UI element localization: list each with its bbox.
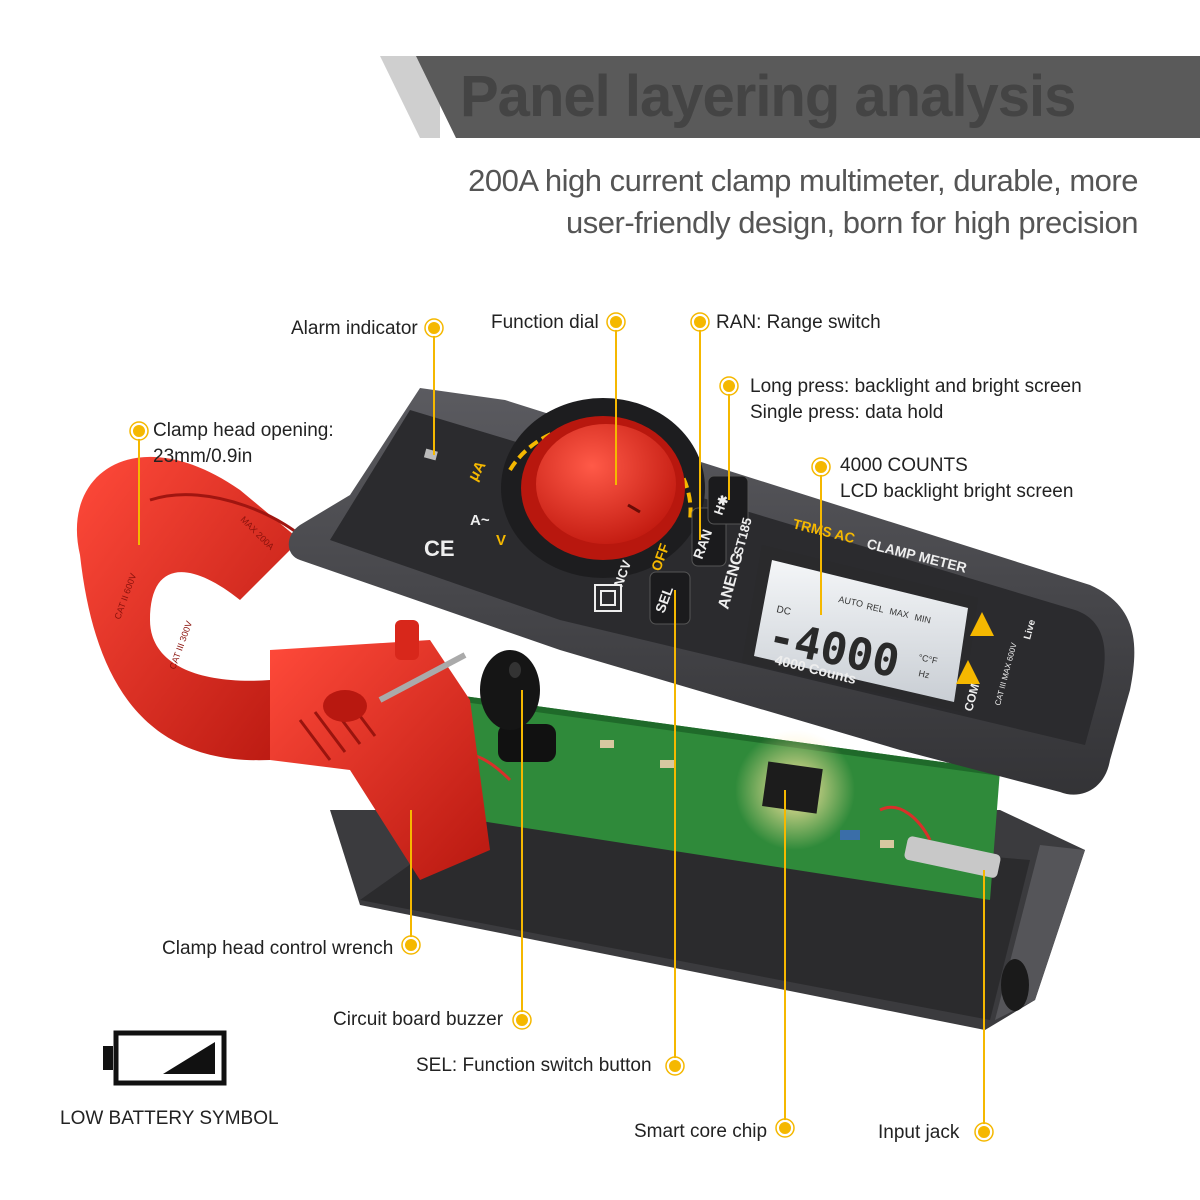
dot-ran <box>692 314 708 330</box>
callout-counts-line-1: 4000 COUNTS <box>840 455 968 476</box>
jaw-cat-label-2: CAT III 300V <box>167 620 194 671</box>
warning-icon-1 <box>970 612 994 636</box>
dot-sel <box>667 1058 683 1074</box>
low-battery-icon <box>103 1030 227 1086</box>
lcd-max: MAX <box>889 606 910 620</box>
circuit-board <box>410 650 1001 900</box>
lcd-dc: DC <box>775 604 791 618</box>
dot-dial <box>608 314 624 330</box>
callout-clamp-wrench: Clamp head control wrench <box>162 938 394 959</box>
callout-input-jack: Input jack <box>878 1122 960 1143</box>
dial-label-v: V <box>496 532 506 549</box>
callout-clamp-line-1: Clamp head opening: <box>153 420 334 441</box>
lcd-screen: DC AUTO REL MAX MIN -4000 °C°F Hz <box>742 545 978 712</box>
buzzer <box>480 650 540 730</box>
core-chip <box>762 761 823 814</box>
capacitor <box>498 724 556 762</box>
dot-wrench <box>403 937 419 953</box>
ce-mark: CE <box>424 536 455 561</box>
callout-clamp-opening: Clamp head opening: 23mm/0.9in <box>153 418 334 470</box>
callout-core-chip: Smart core chip <box>634 1121 768 1142</box>
callout-counts: 4000 COUNTS LCD backlight bright screen <box>840 453 1073 505</box>
dot-hold <box>721 378 737 394</box>
callout-hold-button: Long press: backlight and bright screen … <box>750 374 1082 426</box>
double-insulation-icon <box>594 584 622 612</box>
page-title: Panel layering analysis <box>460 64 1076 129</box>
leader-lines <box>138 322 985 1132</box>
callout-alarm-indicator: Alarm indicator <box>291 318 418 339</box>
subtitle-line-2: user-friendly design, born for high prec… <box>566 205 1138 240</box>
svg-text:H✱: H✱ <box>711 493 732 517</box>
dot-alarm <box>426 320 442 336</box>
lcd-min: MIN <box>914 612 932 625</box>
clamp-jaw: MAX 200A CAT II 600V CAT III 300V <box>76 456 490 880</box>
callout-hold-line-2: Single press: data hold <box>750 402 944 423</box>
callout-clamp-line-2: 23mm/0.9in <box>153 446 253 467</box>
callout-dots <box>129 312 994 1142</box>
sel-button[interactable]: SEL <box>649 571 691 625</box>
lcd-rel: REL <box>866 601 885 614</box>
callout-sel-button: SEL: Function switch button <box>416 1055 652 1076</box>
warning-icon-2 <box>956 660 980 684</box>
callout-buzzer: Circuit board buzzer <box>333 1009 504 1030</box>
dot-clamp <box>131 423 147 439</box>
dot-counts <box>813 459 829 475</box>
dial-label-a: A~ <box>470 512 490 529</box>
callout-function-dial: Function dial <box>491 312 599 333</box>
input-jack-hole <box>1001 959 1029 1011</box>
dot-buzzer <box>514 1012 530 1028</box>
function-dial: μA A~ V NCV OFF CE <box>424 398 705 612</box>
low-battery-caption: LOW BATTERY SYMBOL <box>60 1108 279 1129</box>
lcd-unit-hz: Hz <box>918 668 931 680</box>
lcd-unit-temp: °C°F <box>918 652 939 666</box>
jack-tube <box>904 836 1001 878</box>
callout-hold-line-1: Long press: backlight and bright screen <box>750 376 1082 397</box>
page-subtitle: 200A high current clamp multimeter, dura… <box>338 160 1138 244</box>
button-group: RAN H✱ SEL <box>649 475 749 625</box>
title-banner <box>380 56 1200 138</box>
dot-jack <box>976 1124 992 1140</box>
callout-counts-line-2: LCD backlight bright screen <box>840 481 1074 502</box>
callout-ran-range-switch: RAN: Range switch <box>716 312 881 333</box>
subtitle-line-1: 200A high current clamp multimeter, dura… <box>468 163 1138 198</box>
dot-chip <box>777 1120 793 1136</box>
live-label: Live <box>1022 618 1038 641</box>
